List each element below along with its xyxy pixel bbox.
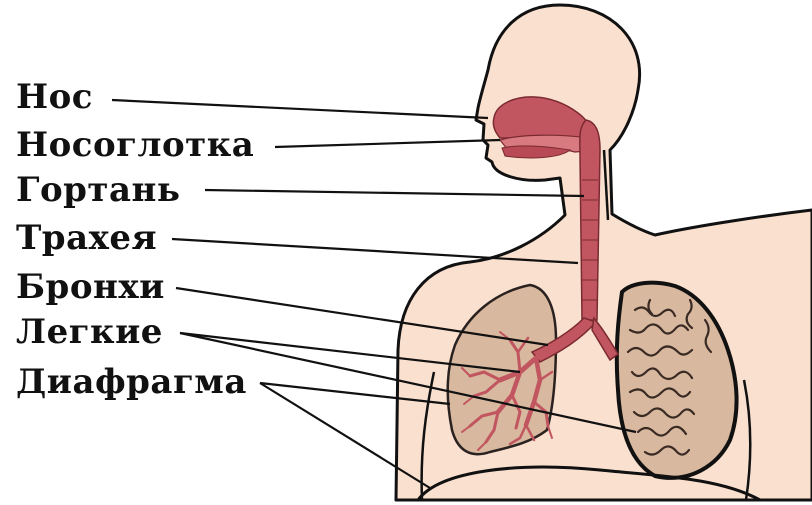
leader-larynx <box>205 190 584 196</box>
label-trachea: Трахея <box>16 219 157 257</box>
label-nasopharynx: Носоглотка <box>16 126 254 164</box>
label-nose: Нос <box>16 78 93 116</box>
label-bronchi: Бронхи <box>16 268 165 306</box>
label-lungs: Легкие <box>16 313 163 351</box>
label-larynx: Гортань <box>16 171 181 209</box>
leader-nasopharynx <box>275 140 500 147</box>
leader-nose <box>112 100 488 118</box>
label-diaphragm: Диафрагма <box>16 363 247 401</box>
